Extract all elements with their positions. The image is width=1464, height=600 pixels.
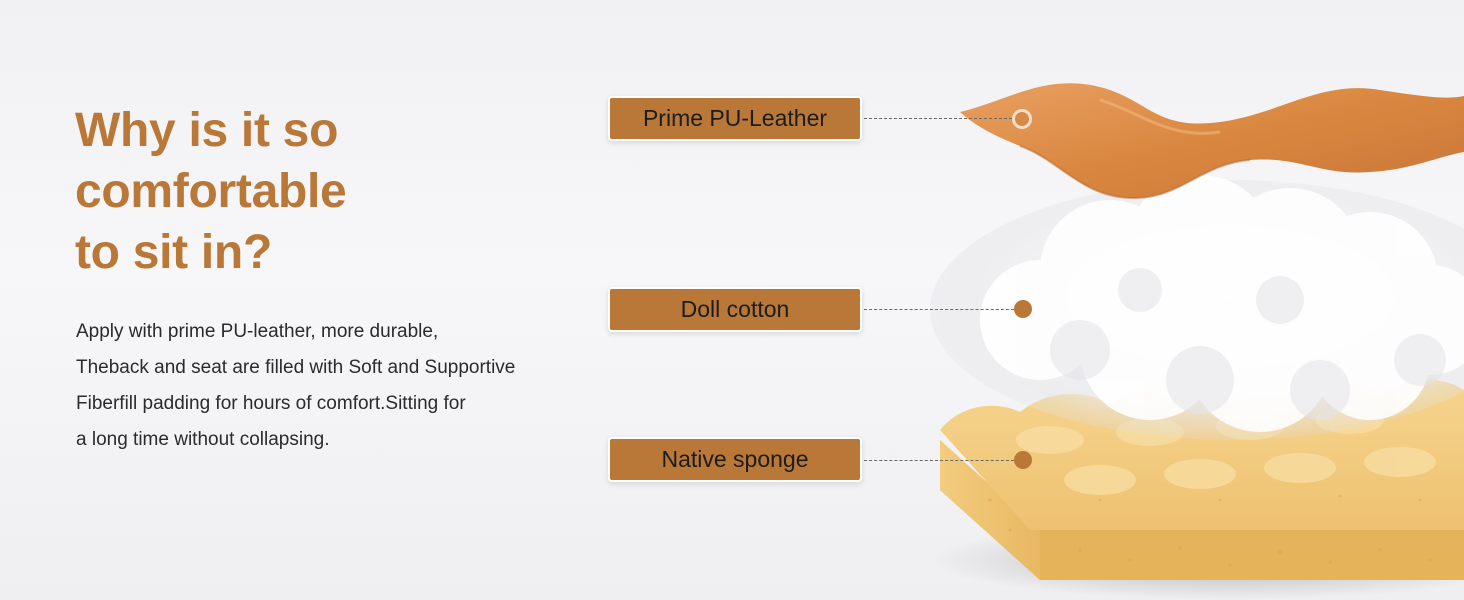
label-doll-cotton: Doll cotton	[608, 287, 862, 332]
description-line-3: Fiberfill padding for hours of comfort.S…	[76, 393, 466, 414]
leader-line-sponge	[864, 460, 1014, 461]
cotton-layer-icon	[930, 175, 1464, 440]
marker-dot-sponge	[1014, 451, 1032, 469]
headline-line-1: Why is it so	[75, 104, 339, 157]
cushion-layers-illustration	[930, 83, 1464, 600]
description-text: Apply with prime PU-leather, more durabl…	[76, 314, 616, 458]
label-native-sponge: Native sponge	[608, 437, 862, 482]
description-line-1: Apply with prime PU-leather, more durabl…	[76, 321, 439, 342]
leader-line-leather	[864, 118, 1012, 119]
description-line-2: Theback and seat are filled with Soft an…	[76, 357, 516, 378]
headline-line-2: comfortable	[75, 165, 347, 218]
headline-line-3: to sit in?	[75, 226, 272, 279]
page-headline: Why is it so comfortable to sit in?	[75, 100, 555, 283]
marker-dot-cotton	[1014, 300, 1032, 318]
description-line-4: a long time without collapsing.	[76, 429, 330, 450]
leader-line-cotton	[864, 309, 1014, 310]
marker-dot-leather	[1012, 109, 1032, 129]
label-prime-pu-leather: Prime PU-Leather	[608, 96, 862, 141]
leather-layer-icon	[960, 83, 1464, 200]
